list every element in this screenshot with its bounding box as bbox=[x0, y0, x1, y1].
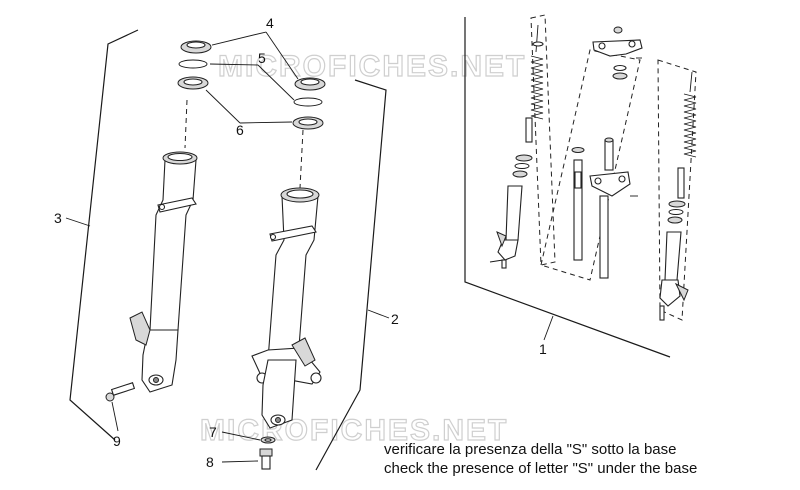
fork-slider-right bbox=[251, 79, 387, 471]
bolt-8 bbox=[259, 448, 273, 470]
callout-4: 4 bbox=[266, 15, 274, 31]
circlip-5-left bbox=[178, 59, 208, 69]
note-english: check the presence of letter "S" under t… bbox=[384, 460, 698, 477]
bolt-9 bbox=[105, 382, 136, 402]
note-italian: verificare la presenza della "S" sotto l… bbox=[384, 441, 677, 458]
seal-set bbox=[177, 40, 326, 130]
leader-lines bbox=[65, 31, 554, 463]
watermark-top: MICROFICHES.NET bbox=[218, 50, 526, 83]
callout-9: 9 bbox=[113, 433, 121, 449]
callout-7: 7 bbox=[209, 424, 217, 440]
callout-6: 6 bbox=[236, 122, 244, 138]
group-bracket-1 bbox=[464, 17, 671, 358]
group-bracket-2 bbox=[315, 79, 387, 471]
lower-clamp bbox=[589, 137, 638, 197]
callout-2: 2 bbox=[391, 311, 399, 327]
group-bracket-3 bbox=[69, 29, 139, 441]
circlip-5-right bbox=[293, 97, 323, 107]
callout-3: 3 bbox=[54, 210, 62, 226]
watermark-bottom: MICROFICHES.NET bbox=[200, 414, 508, 447]
callout-8: 8 bbox=[206, 454, 214, 470]
top-clamp bbox=[592, 26, 643, 80]
fork-assembly bbox=[464, 14, 697, 358]
callout-1: 1 bbox=[539, 341, 547, 357]
fork-slider-left bbox=[69, 29, 198, 441]
callout-5: 5 bbox=[258, 50, 266, 66]
